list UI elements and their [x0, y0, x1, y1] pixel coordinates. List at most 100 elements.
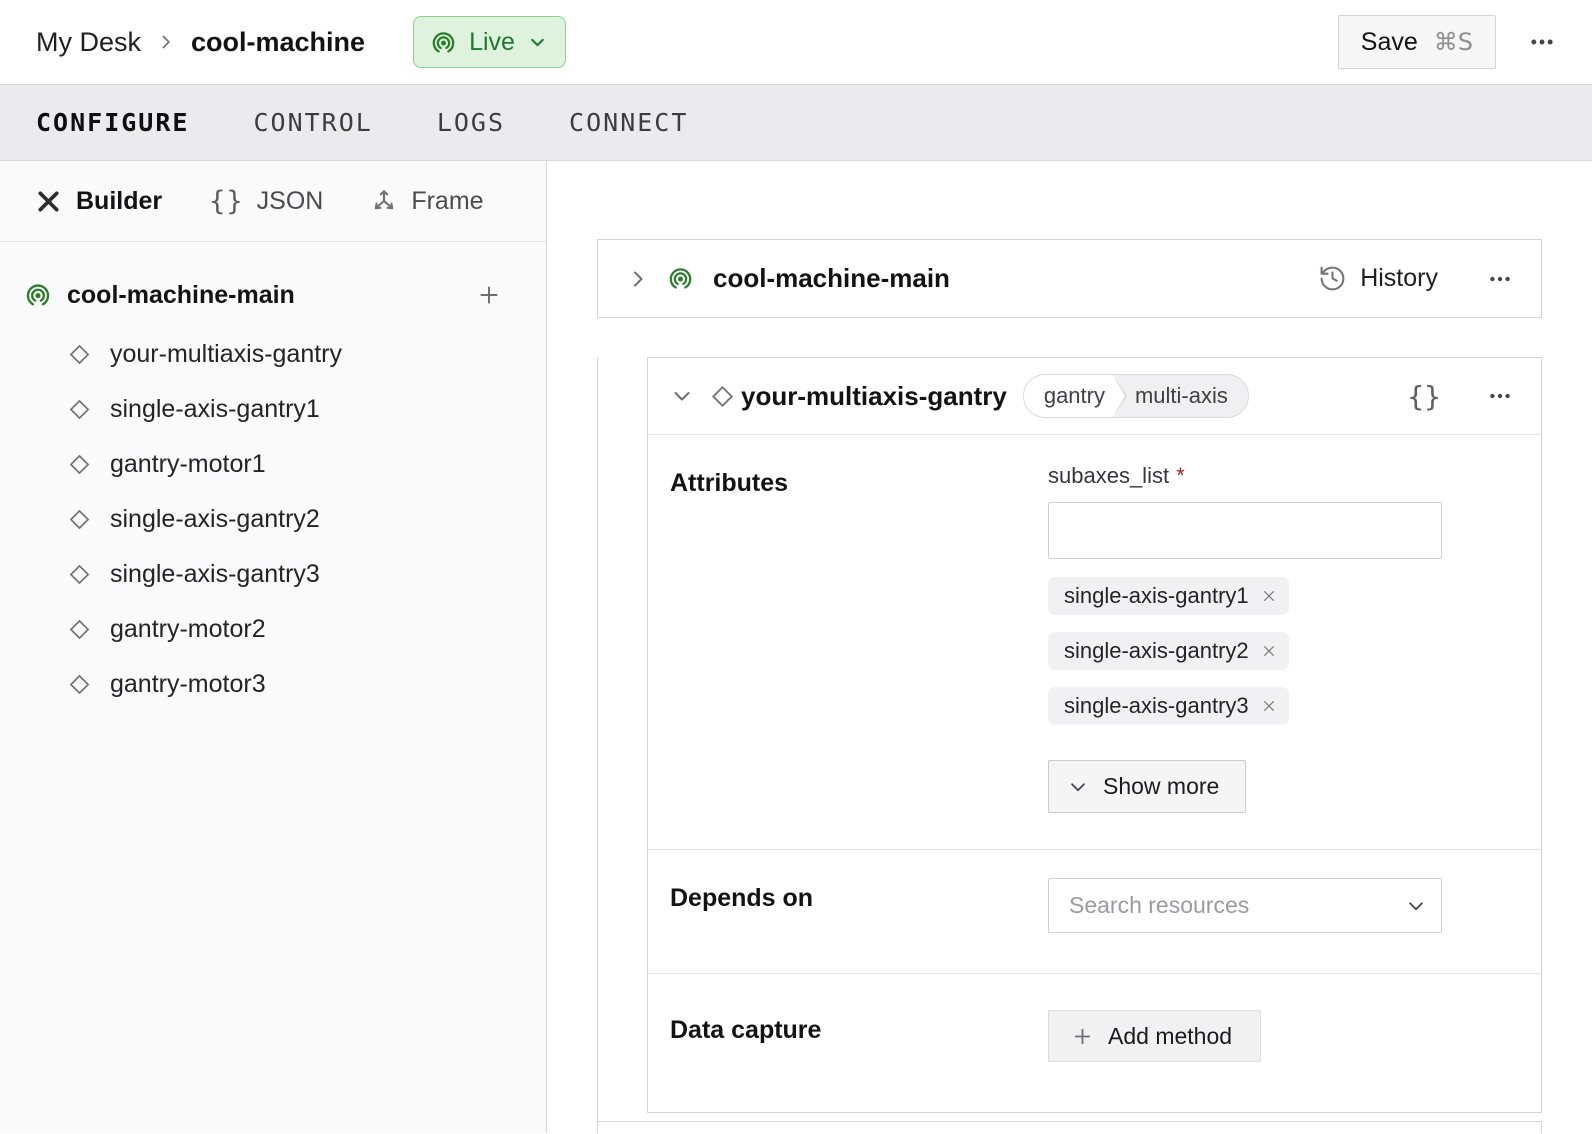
- data-capture-section: Data capture Add method: [648, 973, 1541, 1112]
- chevron-down-icon: [1409, 901, 1423, 910]
- subaxes-field-label: subaxes_list*: [1048, 463, 1517, 489]
- remove-subaxis-button[interactable]: [1260, 642, 1278, 660]
- component-actions: {}: [1403, 376, 1517, 417]
- chevron-right-icon: [634, 271, 643, 286]
- topbar-menu-button[interactable]: [1524, 24, 1560, 60]
- depends-on-search-input[interactable]: [1067, 891, 1405, 920]
- tree-item-single-axis-gantry3[interactable]: single-axis-gantry3: [0, 547, 546, 602]
- component-diamond-icon: [711, 385, 734, 407]
- chevron-down-icon: [1071, 782, 1085, 791]
- breadcrumb-parent-link[interactable]: My Desk: [36, 26, 142, 57]
- data-capture-section-label: Data capture: [670, 1016, 822, 1044]
- topbar-actions: Save ⌘S: [1337, 15, 1560, 69]
- sidebar: Builder {} JSON Frame: [0, 161, 547, 1133]
- attributes-section-body: subaxes_list* single-axis-gantry1 single…: [1048, 463, 1517, 813]
- add-method-label: Add method: [1108, 1022, 1233, 1049]
- component-collapse-button[interactable]: [668, 382, 696, 410]
- tab-control[interactable]: CONTROL: [253, 108, 373, 137]
- tree-item-gantry-motor2[interactable]: gantry-motor2: [0, 602, 546, 657]
- add-component-button[interactable]: [474, 280, 504, 310]
- component-menu-button[interactable]: [1483, 379, 1517, 413]
- subaxis-chip: single-axis-gantry3: [1048, 687, 1289, 725]
- save-button-label: Save: [1360, 27, 1418, 56]
- component-model: multi-axis: [1112, 375, 1248, 417]
- tab-connect[interactable]: CONNECT: [569, 108, 689, 137]
- tree-item-gantry-motor3[interactable]: gantry-motor3: [0, 657, 546, 712]
- subaxis-chip-label: single-axis-gantry1: [1064, 583, 1249, 608]
- component-diamond-icon: [69, 509, 90, 530]
- part-components-group: your-multiaxis-gantry gantry multi-axis …: [597, 357, 1542, 1133]
- attributes-section-label: Attributes: [670, 469, 789, 497]
- breadcrumb-chevron-icon: [162, 35, 170, 49]
- view-toggle-builder[interactable]: Builder: [34, 187, 162, 216]
- tree-item-single-axis-gantry2[interactable]: single-axis-gantry2: [0, 492, 546, 547]
- depends-on-section-body: [1048, 878, 1517, 933]
- subaxis-chip-label: single-axis-gantry2: [1064, 638, 1249, 663]
- tree-item-label: single-axis-gantry3: [110, 560, 320, 588]
- tree-root-part[interactable]: cool-machine-main: [0, 272, 546, 318]
- ellipsis-icon: [1490, 393, 1510, 399]
- component-diamond-icon: [69, 674, 90, 695]
- tree-item-single-axis-gantry1[interactable]: single-axis-gantry1: [0, 382, 546, 437]
- frame-axes-icon: [375, 190, 394, 210]
- required-marker: *: [1176, 463, 1185, 488]
- component-type: gantry: [1023, 375, 1113, 417]
- view-toggle-builder-label: Builder: [76, 186, 163, 215]
- component-json-button[interactable]: {}: [1403, 376, 1445, 417]
- view-toggle-frame-label: Frame: [411, 186, 484, 215]
- part-menu-button[interactable]: [1483, 262, 1517, 296]
- topbar: My Desk cool-machine Live Save ⌘S: [0, 0, 1592, 84]
- save-button[interactable]: Save ⌘S: [1337, 15, 1496, 69]
- machine-part-icon: [26, 284, 50, 306]
- tree-item-gantry-motor1[interactable]: gantry-motor1: [0, 437, 546, 492]
- breadcrumb: My Desk cool-machine: [36, 27, 365, 58]
- braces-icon: {}: [1407, 379, 1441, 413]
- ellipsis-icon: [1490, 276, 1510, 281]
- remove-subaxis-button[interactable]: [1260, 587, 1278, 605]
- data-capture-section-body: Add method: [1048, 1010, 1517, 1062]
- component-diamond-icon: [69, 454, 90, 475]
- tree-item-label: gantry-motor2: [110, 615, 266, 643]
- tree-item-label: your-multiaxis-gantry: [110, 340, 343, 368]
- subaxis-chip: single-axis-gantry2: [1048, 632, 1289, 670]
- field-label-text: subaxes_list: [1048, 463, 1170, 488]
- subaxis-chip: single-axis-gantry1: [1048, 577, 1289, 615]
- component-card-header: your-multiaxis-gantry gantry multi-axis …: [648, 358, 1541, 435]
- depends-on-select[interactable]: [1048, 878, 1442, 933]
- attributes-section: Attributes subaxes_list* single-axis-gan…: [648, 435, 1541, 849]
- component-name: your-multiaxis-gantry: [741, 380, 1007, 411]
- view-toggle-json[interactable]: {} JSON: [209, 186, 323, 217]
- tree-item-label: gantry-motor1: [110, 450, 266, 478]
- machine-status-label: Live: [469, 27, 515, 56]
- view-toggle-json-label: JSON: [256, 186, 324, 215]
- subaxis-chip-label: single-axis-gantry3: [1064, 693, 1249, 718]
- history-button[interactable]: History: [1318, 264, 1438, 293]
- remove-subaxis-button[interactable]: [1260, 697, 1278, 715]
- close-icon: [1263, 591, 1274, 601]
- tab-configure[interactable]: CONFIGURE: [36, 108, 190, 137]
- ellipsis-icon: [1531, 39, 1553, 45]
- tree-item-your-multiaxis-gantry[interactable]: your-multiaxis-gantry: [0, 327, 546, 382]
- part-header-card: cool-machine-main History: [597, 239, 1542, 318]
- machine-status-badge[interactable]: Live: [413, 16, 566, 68]
- add-method-button[interactable]: Add method: [1048, 1010, 1262, 1062]
- main-tabbar: CONFIGURE CONTROL LOGS CONNECT: [0, 84, 1592, 161]
- close-icon: [1263, 646, 1274, 656]
- component-diamond-icon: [69, 564, 90, 585]
- config-main-pane: cool-machine-main History: [547, 161, 1592, 1133]
- show-more-button[interactable]: Show more: [1048, 760, 1247, 813]
- tab-logs[interactable]: LOGS: [436, 108, 506, 137]
- machine-live-icon: [432, 31, 455, 53]
- tree-item-label: single-axis-gantry2: [110, 505, 320, 533]
- component-diamond-icon: [69, 619, 90, 640]
- history-clock-icon: [1320, 266, 1345, 291]
- component-card: your-multiaxis-gantry gantry multi-axis …: [647, 357, 1542, 1113]
- subaxes-input[interactable]: [1048, 502, 1442, 559]
- component-diamond-icon: [69, 344, 90, 365]
- part-expand-button[interactable]: [624, 265, 652, 293]
- breadcrumb-current: cool-machine: [191, 26, 366, 57]
- view-toggle-frame[interactable]: Frame: [370, 186, 484, 216]
- component-diamond-icon: [69, 399, 90, 420]
- chevron-down-icon: [531, 38, 544, 46]
